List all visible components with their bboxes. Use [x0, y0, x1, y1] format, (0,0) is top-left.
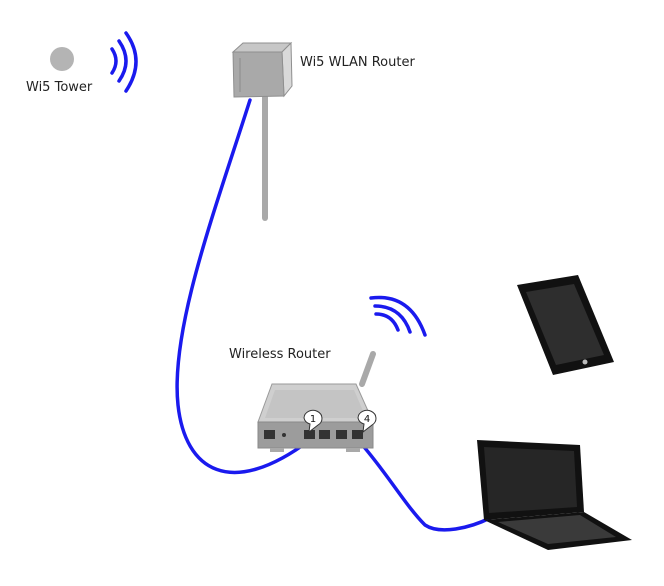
- wifi-tower-icon: [50, 47, 74, 71]
- wireless-router-icon: [257, 351, 376, 452]
- laptop-icon: [477, 440, 632, 550]
- tower-label: Wi5 Tower: [26, 80, 93, 95]
- router-signal-waves-icon: [369, 295, 427, 337]
- port-callout-4: 4: [357, 409, 377, 434]
- port-callout-1: 1: [303, 409, 323, 434]
- cable-router-to-laptop: [356, 438, 492, 532]
- signal-waves-icon: [110, 31, 138, 93]
- port-label-4: 4: [364, 414, 370, 425]
- cable-wlan-to-router: [175, 98, 312, 475]
- wlan-router-icon: [231, 41, 293, 221]
- wireless-router-label: Wireless Router: [229, 347, 331, 362]
- port-label-1: 1: [310, 414, 316, 425]
- tablet-icon: [517, 275, 614, 375]
- wlan-router-label: Wi5 WLAN Router: [300, 55, 415, 70]
